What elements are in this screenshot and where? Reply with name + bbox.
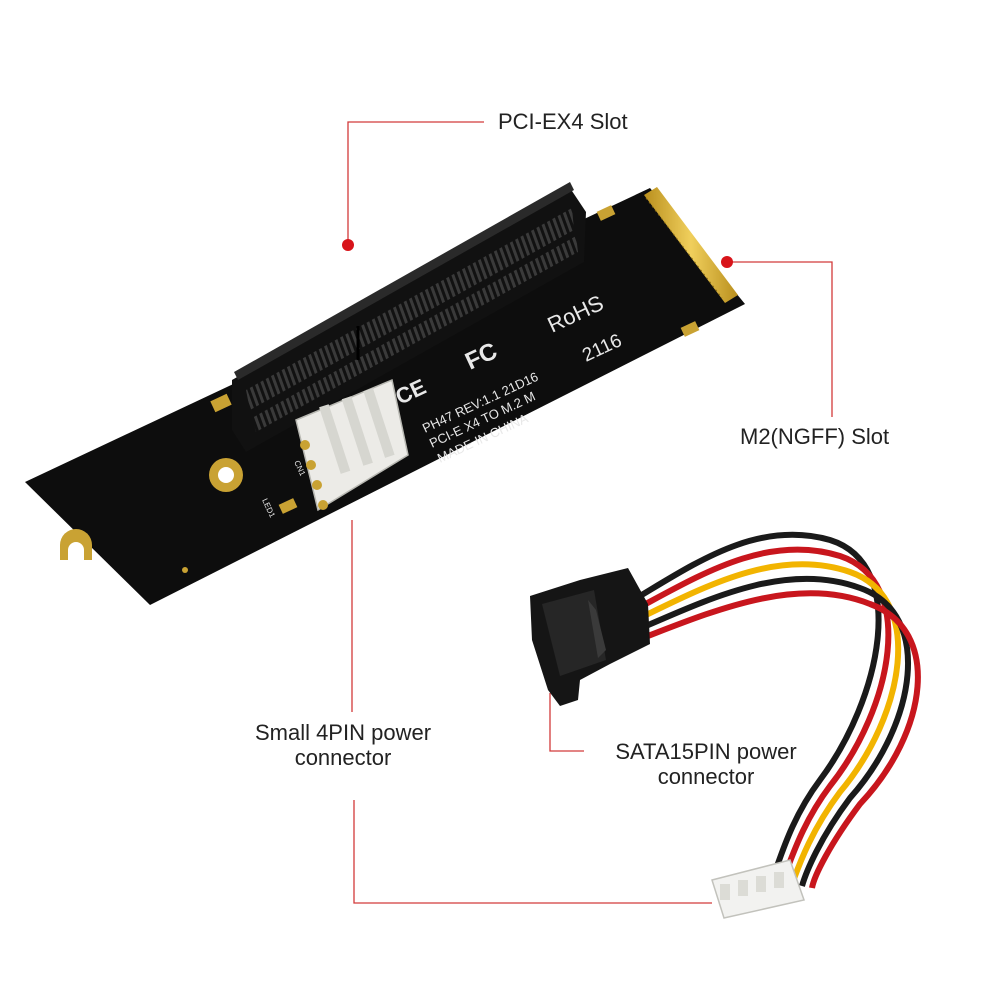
leader-lines	[347, 121, 833, 904]
leader-sata	[549, 693, 584, 752]
callout-m2-slot: M2(NGFF) Slot	[740, 424, 890, 449]
small-4pin-connector-board	[295, 378, 409, 512]
wire-black-2	[644, 575, 912, 887]
callout-small-power-line1: Small 4PIN power	[254, 720, 432, 745]
m2-gold-fingers	[644, 187, 738, 303]
callout-small-power: Small 4PIN power connector	[230, 720, 456, 770]
wire-yellow	[642, 561, 902, 886]
small-4pin-plug	[711, 859, 805, 919]
wire-red-2	[646, 590, 921, 889]
wire-red-1	[640, 546, 892, 884]
leader-dot-pcie	[342, 239, 354, 251]
leader-pcie	[347, 121, 484, 245]
pcie-x4-slot	[232, 182, 586, 452]
sata-power-cable	[530, 531, 921, 919]
callout-pcie-slot: PCI-EX4 Slot	[498, 109, 628, 134]
callout-small-power-line2: connector	[294, 745, 392, 770]
callout-sata-power-line2: connector	[657, 764, 755, 789]
callout-sata-power-line1: SATA15PIN power	[615, 739, 797, 764]
callout-sata-power: SATA15PIN power connector	[590, 739, 822, 789]
leader-dot-m2	[721, 256, 733, 268]
leader-small-power-lower	[353, 800, 712, 904]
leader-m2	[728, 261, 833, 417]
